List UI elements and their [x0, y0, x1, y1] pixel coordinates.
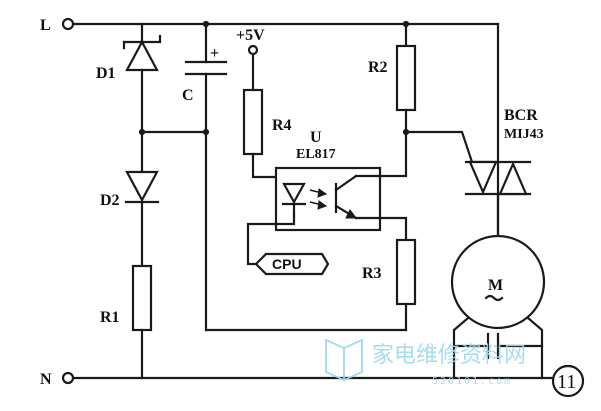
neutral-terminal-label: N [40, 371, 52, 388]
junction-dot [402, 20, 410, 28]
d2-label: D2 [100, 192, 120, 209]
watermark: 家电维修资料网 520101.com [325, 338, 526, 387]
d1-zener-diode [122, 34, 162, 72]
neutral-terminal [61, 371, 75, 385]
figure-number-badge [551, 364, 585, 398]
line-terminal-label: L [40, 17, 51, 34]
r1-label: R1 [100, 309, 120, 326]
capacitor-c [184, 22, 228, 332]
r3-resistor [395, 238, 417, 306]
motor-winding-left [452, 316, 470, 380]
junction-dot [202, 20, 210, 28]
motor-label: M [488, 277, 503, 294]
cpu-label: CPU [272, 256, 302, 272]
cpu-block [254, 252, 330, 276]
triac-part-label: MIJ43 [504, 127, 544, 142]
optocoupler-part-label: EL817 [296, 147, 336, 162]
r2-resistor [395, 44, 417, 112]
opto-r2-wire [378, 130, 408, 178]
supply-terminal [247, 44, 259, 56]
r3-label: R3 [362, 265, 382, 282]
supply-label: +5V [236, 27, 265, 44]
d1-label: D1 [96, 65, 116, 82]
r4-opto-wire [251, 152, 286, 179]
triac-ref-label: BCR [504, 107, 538, 124]
capacitor-label: C [182, 87, 194, 104]
led-cpu-wire [246, 214, 296, 266]
motor [450, 234, 546, 330]
watermark-url: 520101.com [432, 376, 512, 387]
optocoupler-el817 [274, 166, 382, 232]
optocoupler-ref-label: U [310, 129, 322, 146]
line-terminal [61, 17, 75, 31]
d2-diode [124, 170, 160, 204]
watermark-text: 家电维修资料网 [372, 343, 526, 368]
capacitor-polarity-label: + [210, 45, 219, 62]
r1-resistor [131, 264, 153, 332]
book-logo-icon [325, 338, 363, 382]
junction-dot [202, 128, 210, 136]
r2-label: R2 [368, 59, 388, 76]
r4-label: R4 [272, 117, 292, 134]
junction-dot [138, 128, 146, 136]
triac-bcr [464, 160, 532, 196]
opto-r3-wire [354, 216, 408, 242]
figure-number: 11 [557, 371, 576, 393]
r4-resistor [242, 88, 264, 156]
triac-gate-wire [404, 130, 474, 164]
motor-winding-right [518, 316, 544, 348]
